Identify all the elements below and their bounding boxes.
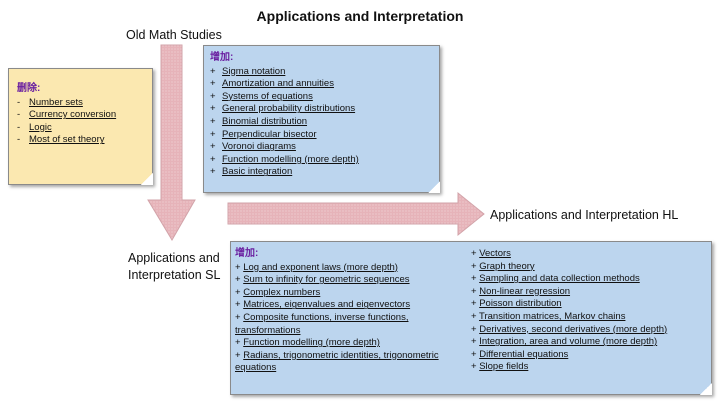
list-item: + Composite functions, inverse functions… — [235, 311, 409, 336]
list-item: +Systems of equations — [210, 90, 313, 102]
list-item: + Transition matrices, Markov chains — [471, 310, 626, 322]
added-right-column: + Vectors + Graph theory + Sampling and … — [471, 248, 667, 374]
added-topics-note-bottom: 增加: + Log and exponent laws (more depth)… — [230, 241, 712, 395]
list-item: -Currency conversion — [17, 109, 117, 121]
list-item: + Complex numbers — [235, 286, 321, 298]
list-item: + Integration, area and volume (more dep… — [471, 336, 658, 348]
removed-list: -Number sets -Currency conversion -Logic… — [17, 97, 146, 147]
note-fold — [141, 173, 153, 185]
added-topics-note-top: 增加: +Sigma notation +Amortization and an… — [203, 45, 440, 193]
list-item: + Differential equations — [471, 348, 569, 360]
list-item: + Non-linear regression — [471, 285, 571, 297]
added-heading-bottom: 增加: — [235, 248, 259, 259]
applications-sl-label: Applications and Interpretation SL — [128, 251, 221, 282]
list-item: -Logic — [17, 121, 52, 133]
list-item: +Sigma notation — [210, 65, 286, 77]
added-list-right: + Vectors + Graph theory + Sampling and … — [471, 248, 667, 374]
list-item: + Sum to infinity for geometric sequence… — [235, 274, 410, 286]
list-item: +Function modelling (more depth) — [210, 153, 359, 165]
list-item: + Log and exponent laws (more depth) — [235, 261, 398, 273]
added-left-column: 增加: + Log and exponent laws (more depth)… — [235, 248, 457, 375]
list-item: -Most of set theory — [17, 134, 105, 146]
added-list-top: +Sigma notation +Amortization and annuit… — [210, 66, 433, 179]
old-math-studies-label: Old Math Studies — [126, 28, 222, 42]
right-arrow — [227, 191, 485, 237]
page-title: Applications and Interpretation — [256, 8, 464, 24]
list-item: -Number sets — [17, 96, 83, 108]
list-item: +Voronoi diagrams — [210, 141, 296, 153]
list-item: + Derivatives, second derivatives (more … — [471, 323, 668, 335]
removed-topics-note: 删除: -Number sets -Currency conversion -L… — [8, 68, 153, 185]
added-heading-top: 增加: — [210, 52, 234, 63]
down-arrow — [147, 44, 196, 241]
added-list-left: + Log and exponent laws (more depth) + S… — [235, 262, 457, 375]
list-item: +General probability distributions — [210, 103, 356, 115]
list-item: + Function modelling (more depth) — [235, 337, 380, 349]
list-item: +Binomial distribution — [210, 115, 308, 127]
list-item: + Poisson distribution — [471, 298, 562, 310]
list-item: +Amortization and annuities — [210, 78, 334, 90]
list-item: + Radians, trigonometric identities, tri… — [235, 349, 439, 374]
list-item: + Sampling and data collection methods — [471, 273, 640, 285]
list-item: +Perpendicular bisector — [210, 128, 317, 140]
removed-heading: 删除: — [17, 83, 41, 94]
list-item: + Graph theory — [471, 260, 535, 272]
list-item: + Matrices, eigenvalues and eigenvectors — [235, 299, 411, 311]
note-fold — [700, 383, 712, 395]
applications-hl-label: Applications and Interpretation HL — [490, 208, 679, 222]
list-item: + Vectors — [471, 248, 511, 259]
list-item: + Slope fields — [471, 361, 529, 373]
list-item: +Basic integration — [210, 166, 293, 178]
note-fold — [428, 181, 440, 193]
